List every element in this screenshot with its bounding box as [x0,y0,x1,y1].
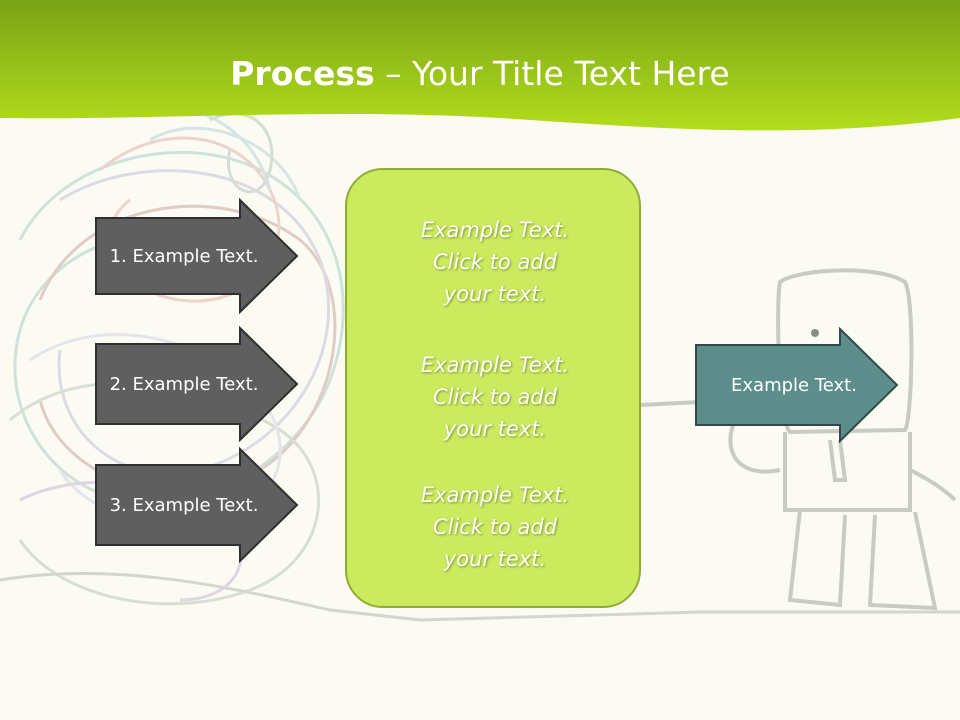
step-arrow-label-2: 2. Example Text. [109,373,259,395]
center-item-3-line3: your text. [443,547,547,571]
center-text-box[interactable]: Example Text. Click to add your text. Ex… [345,168,641,608]
center-item-1: Example Text. Click to add your text. [347,214,643,310]
center-item-1-line3: your text. [443,282,547,306]
title-bold: Process [230,54,375,93]
center-item-1-line1: Example Text. [420,218,570,242]
center-item-1-line2: Click to add [432,250,557,274]
result-arrow-label: Example Text. [731,374,857,396]
center-item-3-line1: Example Text. [420,483,570,507]
center-item-3: Example Text. Click to add your text. [347,479,643,575]
step-arrow-1[interactable]: 1. Example Text. [94,198,299,314]
center-item-2-line2: Click to add [432,385,557,409]
arrow-shape-1 [95,198,299,314]
title-rest: – Your Title Text Here [374,54,730,93]
center-item-2-line3: your text. [443,417,547,441]
step-arrow-2[interactable]: 2. Example Text. [94,326,299,442]
result-arrow[interactable]: Example Text. [694,326,900,444]
center-item-3-line2: Click to add [432,515,557,539]
arrow-shape-3 [95,447,299,563]
arrow-shape-2 [95,326,299,442]
step-arrow-label-3: 3. Example Text. [109,494,259,516]
page-title: Process – Your Title Text Here [0,52,960,96]
center-item-2: Example Text. Click to add your text. [347,349,643,445]
step-arrow-label-1: 1. Example Text. [109,245,259,267]
header-band [0,0,960,131]
center-item-2-line1: Example Text. [420,353,570,377]
step-arrow-3[interactable]: 3. Example Text. [94,447,299,563]
result-arrow-shape [695,326,899,444]
